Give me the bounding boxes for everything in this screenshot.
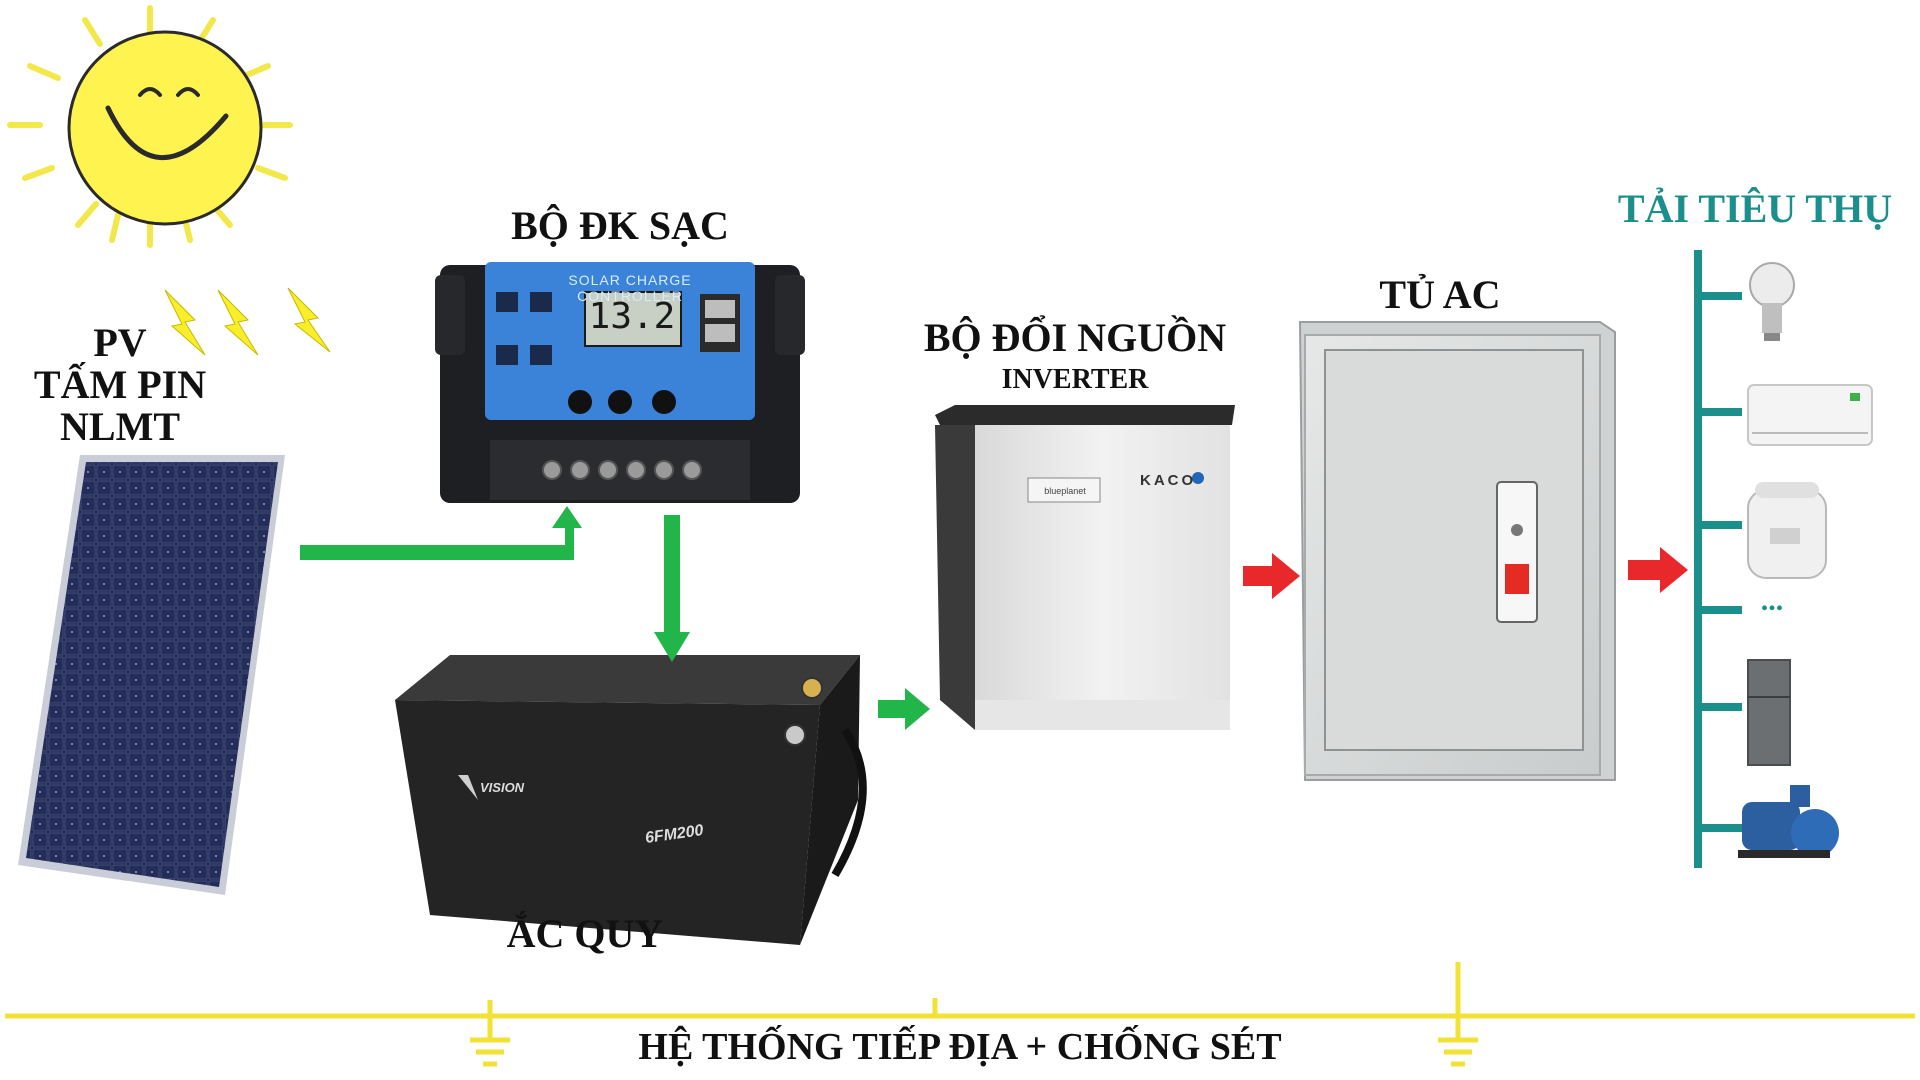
load-bus bbox=[1694, 250, 1742, 868]
lightning-icon bbox=[164, 287, 331, 356]
charge-controller-icon bbox=[435, 262, 805, 503]
inverter-brand: KACO bbox=[1140, 472, 1197, 489]
inverter-sub-label: INVERTER bbox=[1001, 364, 1149, 395]
flow-arrow-cabinet-to-loads bbox=[1628, 547, 1688, 593]
pv-label: PV TẤM PIN NLMT bbox=[20, 322, 220, 448]
pv-label-line-2: TẤM PIN bbox=[33, 362, 207, 407]
water-pump-icon bbox=[1738, 785, 1839, 858]
pv-label-line-1: PV bbox=[93, 320, 147, 365]
light-bulb-icon bbox=[1749, 262, 1795, 341]
ground-line bbox=[5, 998, 1915, 1019]
charge-controller-label: BỘ ĐK SẠC bbox=[511, 203, 729, 248]
inverter-icon bbox=[935, 405, 1235, 730]
ground-symbol-icon bbox=[1438, 962, 1478, 1067]
ac-cabinet-icon bbox=[1298, 321, 1616, 781]
refrigerator-icon bbox=[1747, 659, 1791, 766]
ground-symbol-icon bbox=[470, 1000, 510, 1067]
battery-icon bbox=[395, 655, 867, 945]
pv-label-line-3: NLMT bbox=[60, 404, 180, 449]
solar-panel-icon bbox=[18, 455, 285, 895]
controller-voltage-readout: 13.2 bbox=[588, 296, 676, 337]
inverter-model: blueplanet bbox=[1044, 486, 1086, 496]
loads-label: TẢI TIÊU THỤ bbox=[1617, 186, 1893, 231]
controller-screen-title: SOLAR CHARGE CONTROLLER bbox=[568, 272, 692, 304]
battery-label: ẮC QUY bbox=[506, 911, 664, 956]
sun-icon bbox=[7, 5, 293, 248]
flow-arrow-inverter-to-cabinet bbox=[1243, 553, 1300, 599]
loads-ellipsis: ... bbox=[1760, 584, 1784, 617]
inverter-label: BỘ ĐỔI NGUỒN bbox=[923, 315, 1227, 360]
flow-arrow-battery-to-inverter bbox=[878, 688, 930, 730]
rice-cooker-icon bbox=[1747, 482, 1827, 579]
flow-arrow-controller-to-battery bbox=[654, 515, 690, 662]
battery-brand: VISION bbox=[480, 780, 525, 795]
flow-arrow-panel-to-controller bbox=[300, 506, 582, 560]
ac-cabinet-label: TỦ AC bbox=[1379, 272, 1501, 317]
grounding-label: HỆ THỐNG TIẾP ĐỊA + CHỐNG SÉT bbox=[638, 1026, 1282, 1068]
air-conditioner-icon bbox=[1747, 384, 1873, 446]
